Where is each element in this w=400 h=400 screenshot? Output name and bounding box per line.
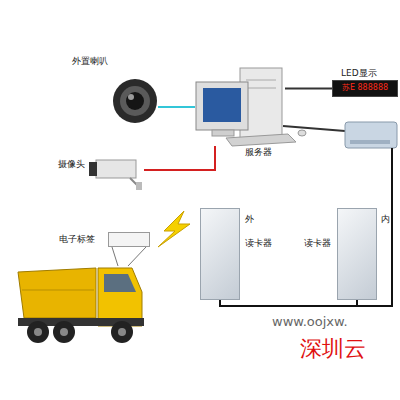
wheel xyxy=(27,321,49,343)
camera-mount xyxy=(136,182,142,190)
connector-wire xyxy=(285,88,332,90)
reader-panel: 内读卡器 xyxy=(337,208,377,300)
node-label: 读卡器 xyxy=(304,239,331,249)
reader-side: 外 xyxy=(245,215,254,225)
controller-ports xyxy=(350,140,390,144)
screen xyxy=(203,88,241,122)
tag-node: 电子标签 xyxy=(108,232,150,247)
node-label: LED显示 xyxy=(341,69,377,79)
network-wire xyxy=(283,126,345,131)
node-label: 读卡器 xyxy=(245,239,272,249)
truck-cab xyxy=(98,268,142,326)
wireless-bolt xyxy=(158,211,190,247)
hub xyxy=(60,328,68,336)
drive-slot xyxy=(246,80,276,81)
dump-body xyxy=(18,268,96,318)
connector-wire xyxy=(144,146,215,170)
connector-wire xyxy=(158,106,195,108)
node-label: 电子标签 xyxy=(59,235,95,245)
mouse xyxy=(298,130,306,136)
node-label: 外置喇叭 xyxy=(72,57,108,67)
reader-side: 内 xyxy=(381,215,390,225)
hub xyxy=(34,328,42,336)
node-label: 摄像头 xyxy=(58,160,85,170)
camera-node: 摄像头 xyxy=(88,156,144,184)
tag-leader xyxy=(112,247,118,266)
computer-icon xyxy=(196,68,306,146)
wheel xyxy=(111,321,133,343)
reader-wire xyxy=(220,148,392,306)
windshield xyxy=(104,274,136,292)
speaker-node: 外置喇叭 xyxy=(112,79,158,123)
display-text: 苏E 888888 xyxy=(342,84,388,93)
speaker-highlight xyxy=(128,94,134,100)
speaker-rim xyxy=(113,79,157,123)
body-rib xyxy=(22,290,94,291)
monitor xyxy=(196,82,248,130)
controller-icon xyxy=(283,122,397,148)
watermark: 深圳云 xyxy=(300,334,366,364)
server-node: 服务器 xyxy=(195,68,285,146)
monitor-base xyxy=(212,130,234,136)
reader-panel: 外读卡器 xyxy=(200,208,240,300)
tag-leader xyxy=(128,247,146,266)
speaker-icon xyxy=(113,79,157,123)
camera-body xyxy=(96,160,136,178)
led-display: LED显示苏E 888888 xyxy=(332,80,398,97)
speaker-center xyxy=(126,92,144,110)
speaker-cone xyxy=(120,86,150,116)
wheel xyxy=(53,321,75,343)
keyboard xyxy=(226,134,296,146)
truck-icon xyxy=(18,268,144,343)
camera-lens xyxy=(89,162,97,176)
reader-wire xyxy=(356,300,358,306)
node-label: 服务器 xyxy=(245,148,272,158)
camera-icon xyxy=(89,160,142,190)
watermark: www.oojxw. xyxy=(272,314,348,329)
controller-box xyxy=(345,122,397,148)
drive-slot xyxy=(246,88,276,89)
hub xyxy=(118,328,126,336)
